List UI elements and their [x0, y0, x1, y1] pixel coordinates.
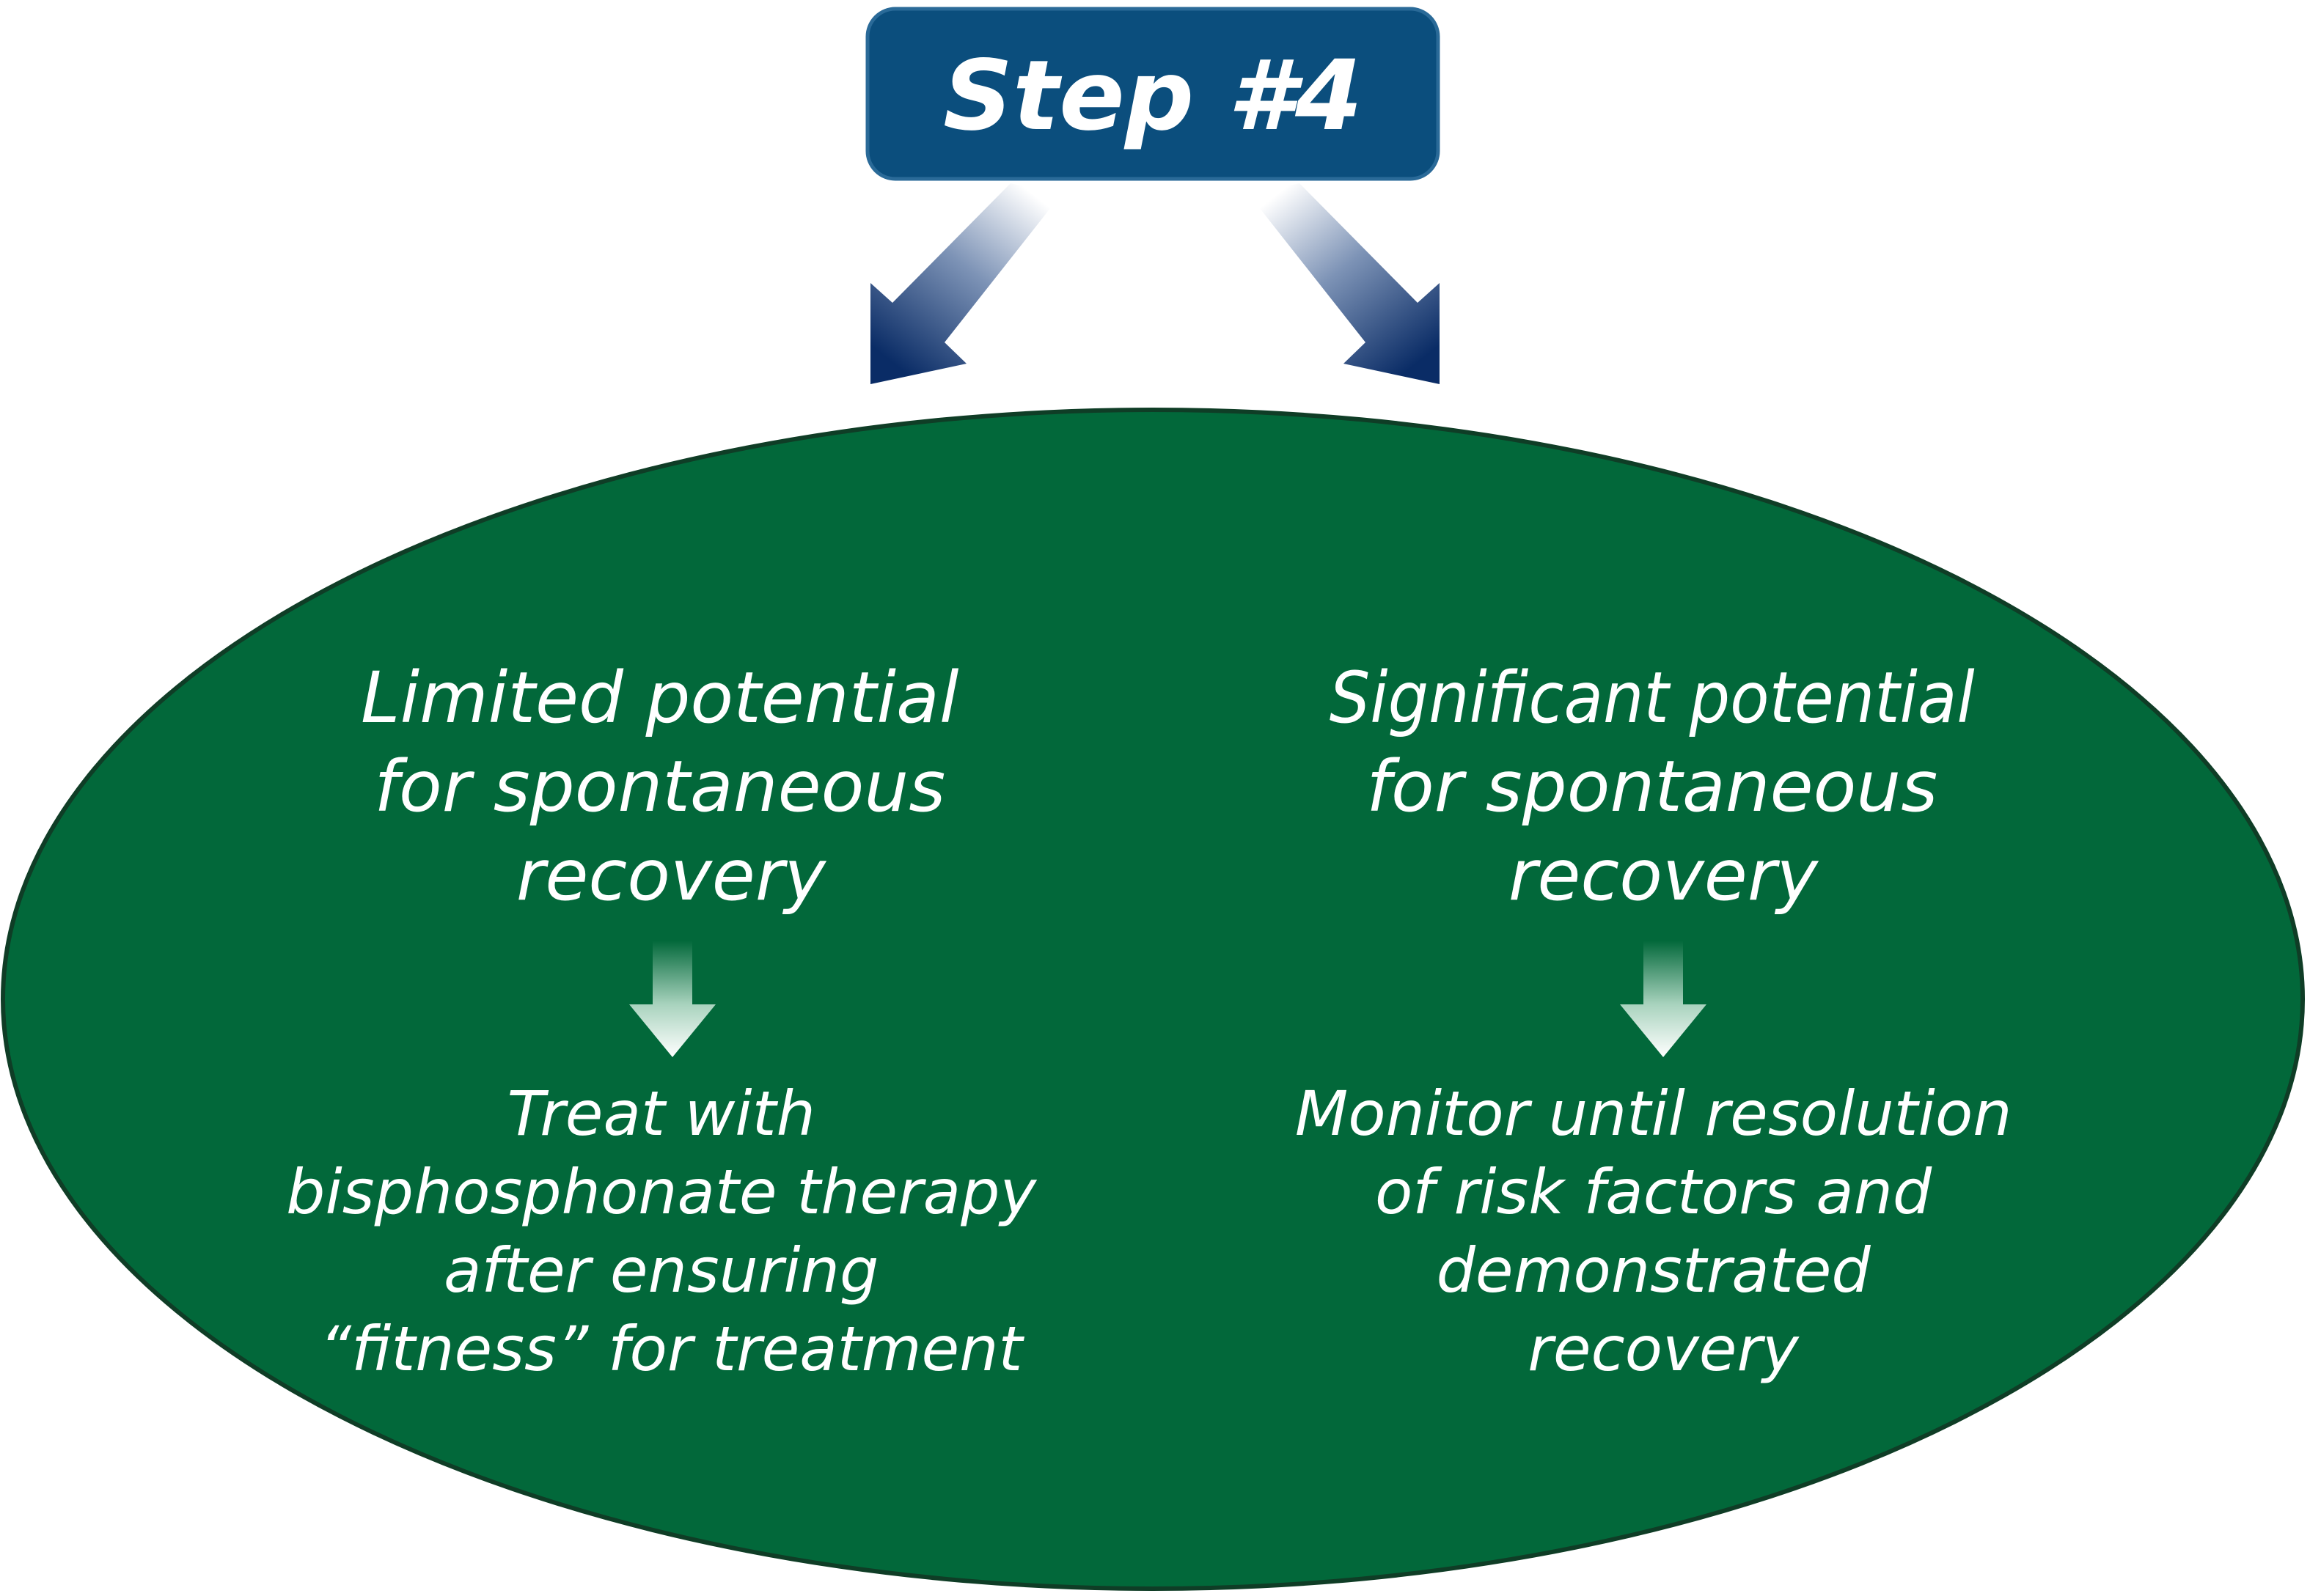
arrow-limited-to-treat: [629, 941, 716, 1057]
branch-significant: Significant potential for spontaneous re…: [1295, 657, 2031, 1385]
condition-limited-line-1: Limited potential: [361, 657, 959, 739]
action-monitor-line-4: recovery: [1528, 1313, 1800, 1385]
action-treat-line-2: bisphosphonate therapy: [286, 1156, 1037, 1228]
arrow-significant-to-monitor: [1620, 941, 1706, 1057]
action-treat-line-3: after ensuring: [444, 1235, 879, 1306]
action-treat-line-4: “fitness” for treatment: [320, 1313, 1025, 1385]
step-box-shape: [865, 7, 1440, 181]
action-treat: Treat with bisphosphonate therapy after …: [286, 1078, 1056, 1385]
arrow-down-right: [1248, 183, 1440, 384]
step-label: Step #4: [943, 40, 1363, 152]
condition-limited: Limited potential for spontaneous recove…: [361, 657, 981, 916]
step-box: Step #4: [865, 7, 1440, 181]
action-treat-line-1: Treat with: [507, 1078, 815, 1150]
condition-significant-line-1: Significant potential: [1330, 657, 1975, 739]
branch-limited: Limited potential for spontaneous recove…: [286, 657, 1056, 1385]
action-monitor-line-2: of risk factors and: [1375, 1156, 1932, 1228]
outcome-oval: [1, 408, 2305, 1591]
action-monitor-line-1: Monitor until resolution: [1295, 1078, 2012, 1150]
action-monitor: Monitor until resolution of risk factors…: [1295, 1078, 2031, 1385]
action-monitor-line-3: demonstrated: [1437, 1235, 1871, 1306]
condition-limited-line-3: recovery: [516, 834, 826, 916]
condition-significant-line-2: for spontaneous: [1366, 746, 1937, 828]
arrow-down-left: [870, 183, 1062, 384]
condition-significant: Significant potential for spontaneous re…: [1330, 657, 1998, 916]
condition-significant-line-3: recovery: [1508, 834, 1819, 916]
condition-limited-line-2: for spontaneous: [374, 746, 945, 828]
